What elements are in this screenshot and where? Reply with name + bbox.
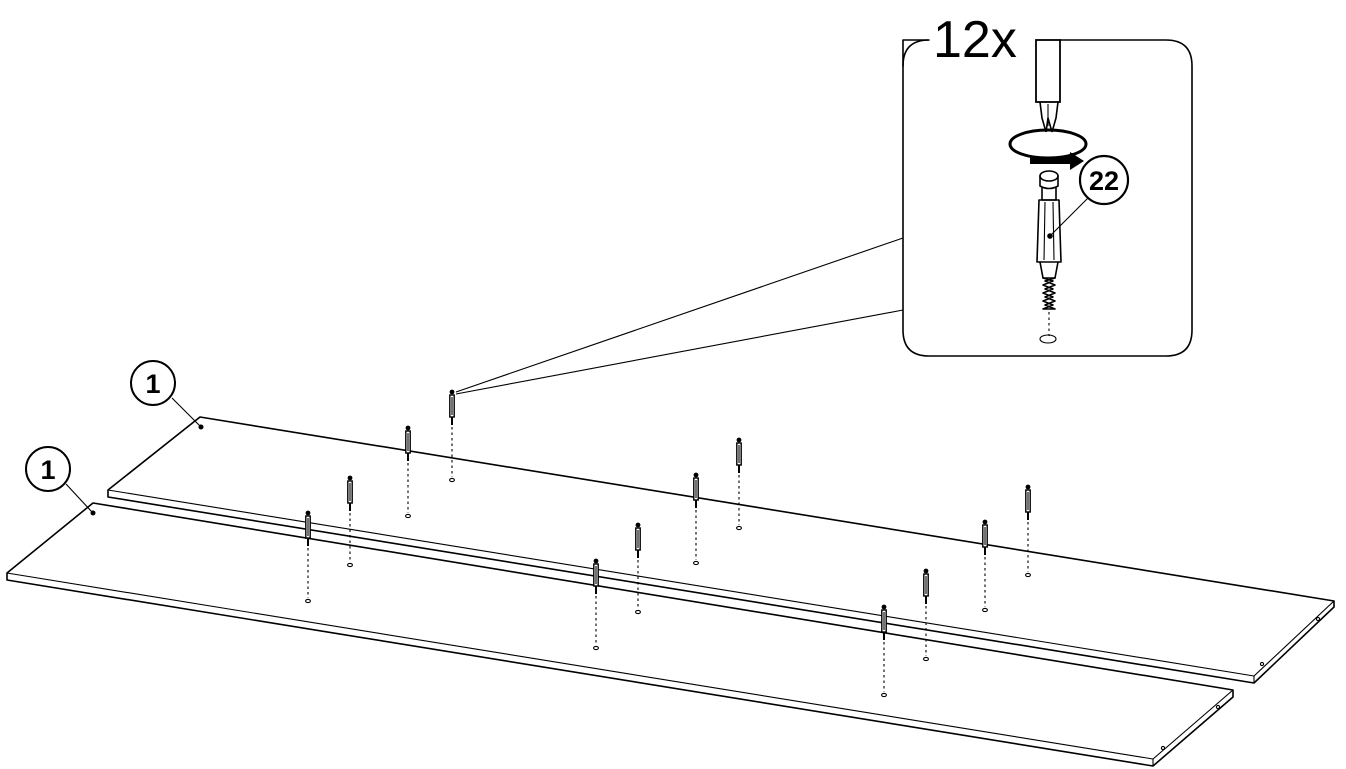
cam-lock-dowel-icon: [1036, 170, 1062, 344]
fitting-callout: 22: [1047, 154, 1130, 239]
cam-lock-dowel: [405, 425, 411, 519]
cam-lock-dowel: [693, 472, 699, 566]
dowel-group: [305, 389, 1031, 698]
front-panel: [6, 502, 1234, 767]
cam-lock-dowel: [449, 389, 455, 483]
cam-lock-dowel: [881, 604, 887, 698]
cam-lock-dowel: [635, 522, 641, 615]
back-panel: [107, 416, 1335, 684]
part-callout-label: 1: [40, 455, 55, 485]
cam-lock-dowel: [593, 558, 599, 651]
cam-lock-dowel: [305, 510, 311, 604]
screwdriver-icon: [1035, 39, 1061, 133]
part-callout-back-panel: 1: [130, 360, 204, 430]
quantity-label: 12x: [933, 11, 1017, 69]
cam-lock-dowel: [1025, 484, 1031, 578]
part-callout-label: 1: [145, 369, 160, 399]
detail-box: 12x 22: [902, 11, 1193, 357]
detail-leader-lines: [455, 237, 904, 395]
cam-lock-dowel: [736, 437, 742, 531]
cam-lock-dowel: [347, 475, 353, 568]
cam-lock-dowel: [923, 568, 929, 662]
part-callout-front-panel: 1: [25, 446, 96, 516]
cam-lock-dowel: [982, 519, 988, 613]
rotate-clockwise-arrow-icon: [1008, 128, 1088, 170]
fitting-callout-label: 22: [1089, 166, 1119, 196]
